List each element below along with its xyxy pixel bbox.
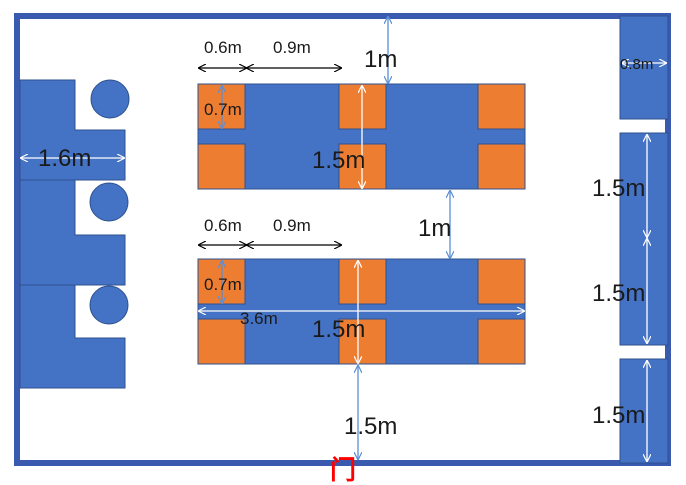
- label-left-desk: 1.6m: [38, 145, 91, 172]
- label-top-gap: 1m: [364, 46, 397, 73]
- cabinet-top: [619, 15, 669, 120]
- label-right-2: 1.5m: [592, 280, 645, 307]
- right-cabinets: [619, 15, 669, 464]
- label-middle-gap: 1m: [418, 215, 451, 242]
- table-2-chair: [197, 318, 246, 365]
- table-1-chair: [477, 83, 526, 130]
- left-workstations: [19, 79, 130, 389]
- label-t1-chair-width: 0.6m: [204, 38, 242, 57]
- left-desk-block: [19, 79, 126, 389]
- table-2-chair: [338, 318, 387, 365]
- table-2-chair: [338, 258, 387, 305]
- cabinet-middle: [619, 132, 669, 346]
- label-t2-chair-height: 0.7m: [204, 275, 242, 294]
- label-t1-gap-width: 0.9m: [273, 38, 311, 57]
- label-door: 门: [330, 455, 356, 485]
- label-t2-length: 3.6m: [240, 309, 278, 328]
- label-right-1: 1.5m: [592, 175, 645, 202]
- left-chair-1: [90, 79, 130, 119]
- label-t1-chair-height: 0.7m: [204, 100, 242, 119]
- label-t1-depth: 1.5m: [312, 147, 365, 174]
- label-right-3: 1.5m: [592, 402, 645, 429]
- label-cabinet-top: 0.8m: [620, 56, 653, 73]
- label-t2-depth: 1.5m: [312, 316, 365, 343]
- table-2-chair: [477, 318, 526, 365]
- table-1-chair: [197, 143, 246, 190]
- label-bottom-gap: 1.5m: [344, 413, 397, 440]
- left-chair-2: [89, 182, 129, 222]
- label-t2-chair-width: 0.6m: [204, 216, 242, 235]
- table-1-chair: [477, 143, 526, 190]
- table-2-chair: [477, 258, 526, 305]
- left-chair-3: [89, 285, 129, 325]
- label-t2-gap-width: 0.9m: [273, 216, 311, 235]
